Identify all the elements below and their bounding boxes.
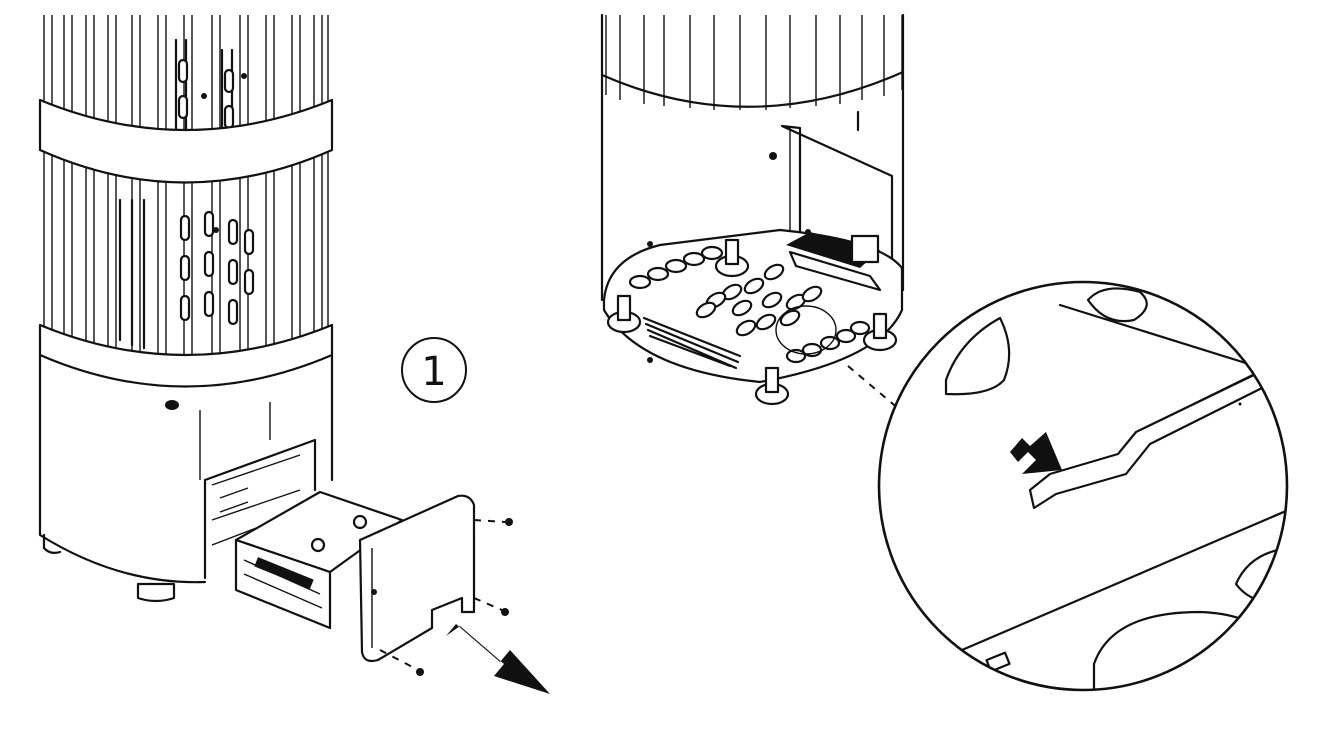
bracket-tab: [1028, 372, 1272, 510]
left-foot: [136, 582, 176, 603]
control-box-cover: [358, 494, 476, 663]
detail-pointer-arrow: [1010, 432, 1062, 474]
heater-tower: [38, 15, 334, 603]
detail-callout-marker: [775, 305, 837, 355]
pull-direction-arrow: [446, 624, 550, 694]
detail-circle-outline: [877, 280, 1289, 692]
bottom-feet: [606, 238, 898, 406]
bottom-view-rods: [605, 15, 903, 110]
plate-holes: [628, 245, 871, 364]
callout-leader: [847, 365, 901, 411]
heater-rods: [43, 15, 329, 378]
magnified-detail: [877, 280, 1289, 692]
base-cylinder: [38, 353, 334, 584]
lower-band: [38, 323, 334, 388]
step-number: 1: [421, 349, 446, 395]
heater-bottom-view: [600, 13, 905, 411]
base-opening: [203, 438, 317, 580]
step-indicator: 1: [401, 337, 467, 403]
upper-band: [38, 98, 334, 184]
control-box: [234, 490, 513, 676]
screws: [379, 518, 513, 676]
vent-slots: [642, 316, 742, 370]
